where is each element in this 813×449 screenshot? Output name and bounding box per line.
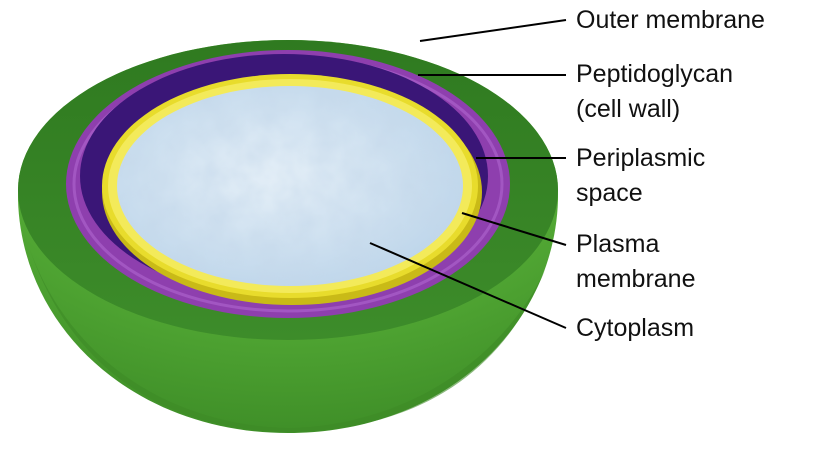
- label-cytoplasm: Cytoplasm: [576, 311, 694, 346]
- label-peptidoglycan: Peptidoglycan: [576, 57, 733, 92]
- label-membrane: membrane: [576, 262, 696, 297]
- label-plasma: Plasma: [576, 227, 659, 262]
- label-space: space: [576, 176, 643, 211]
- leader-outer-membrane: [420, 20, 566, 41]
- label-outer-membrane: Outer membrane: [576, 3, 765, 38]
- label-cell-wall: (cell wall): [576, 92, 680, 127]
- label-periplasmic: Periplasmic: [576, 141, 705, 176]
